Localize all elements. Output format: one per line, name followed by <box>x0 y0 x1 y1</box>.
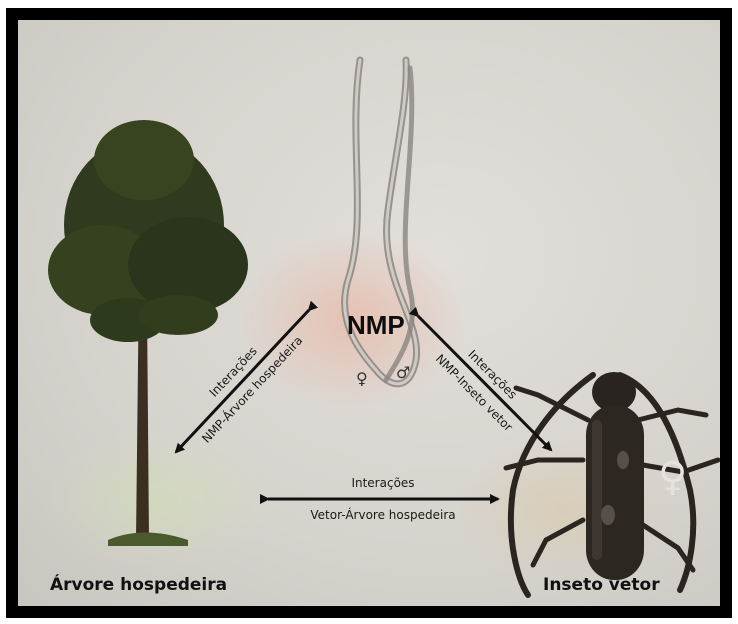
outer-frame: NMP ♀ ♂ ♀ <box>6 8 732 618</box>
label-insect-tree-line2: Vetor-Árvore hospedeira <box>310 507 455 522</box>
male-symbol-nematode: ♂ <box>396 363 410 382</box>
diagram-panel: NMP ♀ ♂ ♀ <box>18 20 720 606</box>
tree-glow <box>43 430 273 570</box>
interaction-diagram: NMP ♀ ♂ ♀ <box>18 20 720 606</box>
female-symbol-insect: ♀ <box>658 454 687 500</box>
label-insect-tree-line1: Interações <box>351 476 414 490</box>
arrow-nematode-insect <box>418 316 551 450</box>
nematode-label: NMP <box>347 310 405 340</box>
female-symbol-nematode: ♀ <box>356 369 368 388</box>
insect-label: Inseto vetor <box>543 575 660 595</box>
tree-label: Árvore hospedeira <box>50 573 227 595</box>
